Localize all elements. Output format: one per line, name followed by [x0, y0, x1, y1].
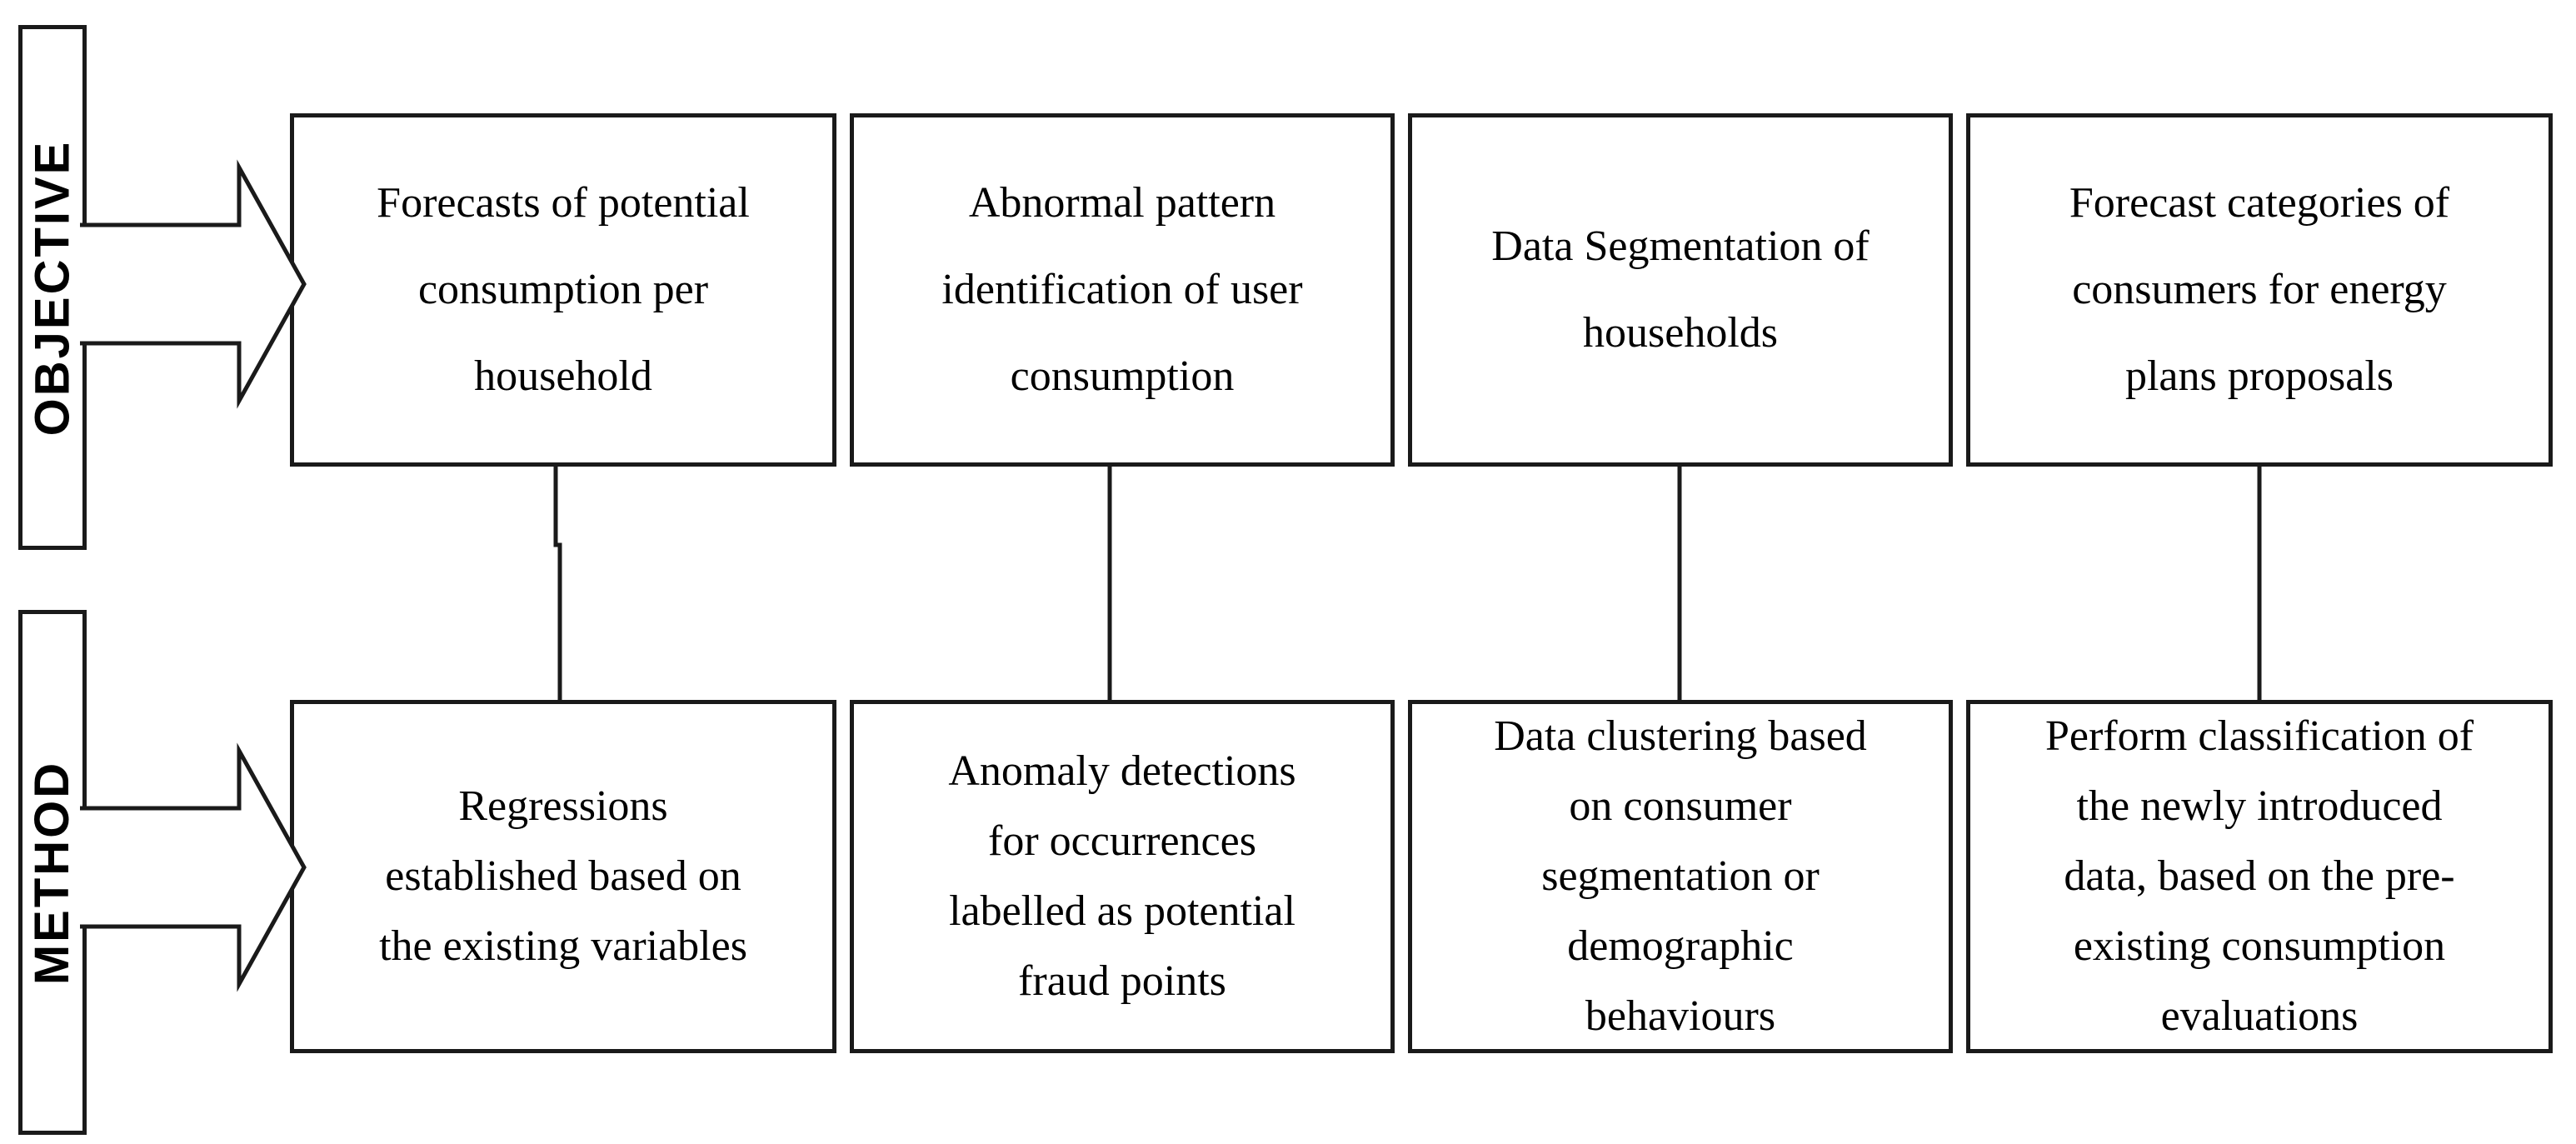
objective-box-forecast-consumption: Forecasts of potential consumption per h…	[290, 113, 836, 467]
box-text: Perform classification of the newly intr…	[2044, 712, 2474, 1040]
objective-box-forecast-categories: Forecast categories of consumers for ene…	[1966, 113, 2553, 467]
box-text: Abnormal pattern identification of user …	[941, 179, 1303, 400]
box-text: Forecast categories of consumers for ene…	[2069, 179, 2450, 400]
objective-arrow-icon	[80, 159, 307, 409]
method-label: METHOD	[25, 760, 80, 985]
method-box-data-clustering: Data clustering based on consumer segmen…	[1408, 700, 1953, 1053]
method-box-anomaly-detection: Anomaly detections for occurrences label…	[850, 700, 1395, 1053]
box-text: Anomaly detections for occurrences label…	[948, 747, 1296, 1005]
box-text: Regressions established based on the exi…	[379, 782, 747, 970]
objective-label: OBJECTIVE	[25, 139, 80, 436]
box-text: Data clustering based on consumer segmen…	[1494, 712, 1867, 1040]
method-box-classification: Perform classification of the newly intr…	[1966, 700, 2553, 1053]
method-label-box: METHOD	[18, 610, 87, 1135]
connector-line-1	[553, 465, 562, 702]
objective-label-box: OBJECTIVE	[18, 25, 87, 550]
box-text: Forecasts of potential consumption per h…	[377, 179, 750, 400]
method-arrow-icon	[80, 742, 307, 992]
objective-box-data-segmentation: Data Segmentation of households	[1408, 113, 1953, 467]
method-box-regressions: Regressions established based on the exi…	[290, 700, 836, 1053]
objective-box-abnormal-pattern: Abnormal pattern identification of user …	[850, 113, 1395, 467]
box-text: Data Segmentation of households	[1491, 222, 1870, 357]
